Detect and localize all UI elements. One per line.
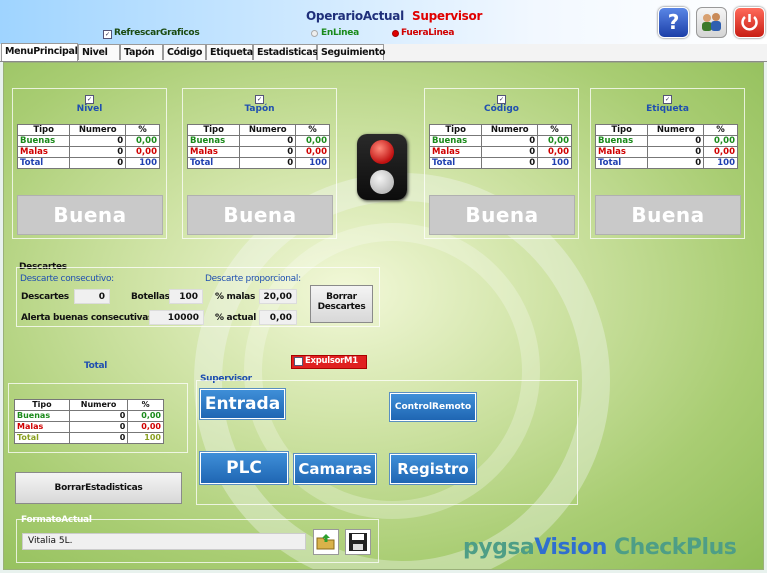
registro-button[interactable]: Registro [390, 454, 476, 484]
descartes-count-label: Descartes [21, 292, 69, 302]
formato-field[interactable]: Vitalia 5L. [22, 533, 306, 550]
borrar-estadisticas-button[interactable]: BorrarEstadisticas [15, 472, 182, 504]
formato-panel [16, 519, 379, 563]
total-title: Total [84, 361, 108, 371]
codigo-checkbox[interactable]: ✓ [497, 95, 506, 104]
en-linea-radio[interactable] [311, 30, 318, 37]
formato-title: FormatoActual [21, 515, 92, 525]
save-format-button[interactable] [345, 529, 371, 555]
alerta-field[interactable]: 10000 [149, 310, 204, 325]
operario-value: Supervisor [412, 9, 483, 23]
supervisor-title: Supervisor [200, 374, 252, 384]
etiqueta-checkbox[interactable]: ✓ [663, 95, 672, 104]
supervisor-panel [196, 380, 578, 505]
fuera-linea-radio[interactable] [392, 30, 399, 37]
app-header: ✓ RefrescarGraficos OperarioActual Super… [0, 0, 767, 44]
station-title: Etiqueta [646, 104, 689, 114]
open-format-button[interactable] [313, 529, 339, 555]
red-light-icon [370, 140, 394, 164]
plc-button[interactable]: PLC [200, 452, 288, 484]
question-icon: ? [667, 10, 680, 34]
descarte-consecutivo-label: Descarte consecutivo: [20, 274, 114, 284]
brand-logo: pygsaVision CheckPlus [463, 535, 737, 560]
descarte-proporcional-label: Descarte proporcional: [205, 274, 301, 284]
station-title: Nivel [76, 104, 103, 114]
tab-estadisticas[interactable]: Estadisticas [253, 44, 318, 60]
users-button[interactable] [696, 7, 727, 38]
camaras-button[interactable]: Camaras [294, 454, 376, 484]
tab-tapon[interactable]: Tapón [120, 44, 163, 60]
tab-menu-principal[interactable]: MenuPrincipal [1, 43, 78, 61]
refrescar-graficos-checkbox[interactable]: ✓ [103, 30, 112, 39]
descartes-count-field[interactable]: 0 [74, 289, 110, 304]
tapon-checkbox[interactable]: ✓ [255, 95, 264, 104]
en-linea-label: EnLinea [321, 28, 359, 38]
entrada-button[interactable]: Entrada [200, 389, 285, 419]
green-light-off-icon [370, 170, 394, 194]
power-button[interactable] [734, 7, 765, 38]
pct-actual-field[interactable]: 0,00 [259, 310, 297, 325]
botellas-label: Botellas [131, 292, 170, 302]
botellas-field[interactable]: 100 [169, 289, 203, 304]
help-button[interactable]: ? [658, 7, 689, 38]
pct-actual-label: % actual [215, 313, 257, 323]
tab-etiqueta[interactable]: Etiqueta [206, 44, 253, 60]
open-folder-icon [316, 534, 335, 550]
total-panel [8, 383, 188, 453]
status-display: Buena [17, 195, 163, 235]
status-display: Buena [429, 195, 575, 235]
status-display: Buena [595, 195, 741, 235]
tab-codigo[interactable]: Código [163, 44, 206, 60]
expulsor-checkbox[interactable] [294, 357, 303, 366]
borrar-descartes-button[interactable]: Borrar Descartes [310, 285, 373, 323]
expulsor-label: ExpulsorM1 [305, 356, 358, 366]
tab-bar: MenuPrincipal Nivel Tapón Código Etiquet… [0, 43, 767, 62]
status-display: Buena [187, 195, 333, 235]
save-disk-icon [349, 533, 367, 551]
expulsor-indicator[interactable]: ExpulsorM1 [291, 355, 367, 369]
refrescar-graficos-label: RefrescarGraficos [114, 28, 200, 38]
descartes-panel [16, 267, 380, 327]
traffic-light [357, 134, 407, 200]
nivel-checkbox[interactable]: ✓ [85, 95, 94, 104]
pct-malas-label: % malas [215, 292, 256, 302]
station-title: Código [484, 104, 519, 114]
tab-nivel[interactable]: Nivel [78, 44, 120, 60]
pct-malas-field[interactable]: 20,00 [259, 289, 297, 304]
fuera-linea-label: FueraLinea [401, 28, 455, 38]
power-icon [741, 14, 758, 31]
control-remoto-button[interactable]: ControlRemoto [390, 393, 476, 421]
users-icon [702, 13, 721, 31]
station-title: Tapón [244, 104, 275, 114]
alerta-label: Alerta buenas consecutivas [21, 313, 154, 323]
tab-seguimiento[interactable]: Seguimiento [317, 44, 386, 60]
operario-label: OperarioActual [306, 9, 404, 23]
